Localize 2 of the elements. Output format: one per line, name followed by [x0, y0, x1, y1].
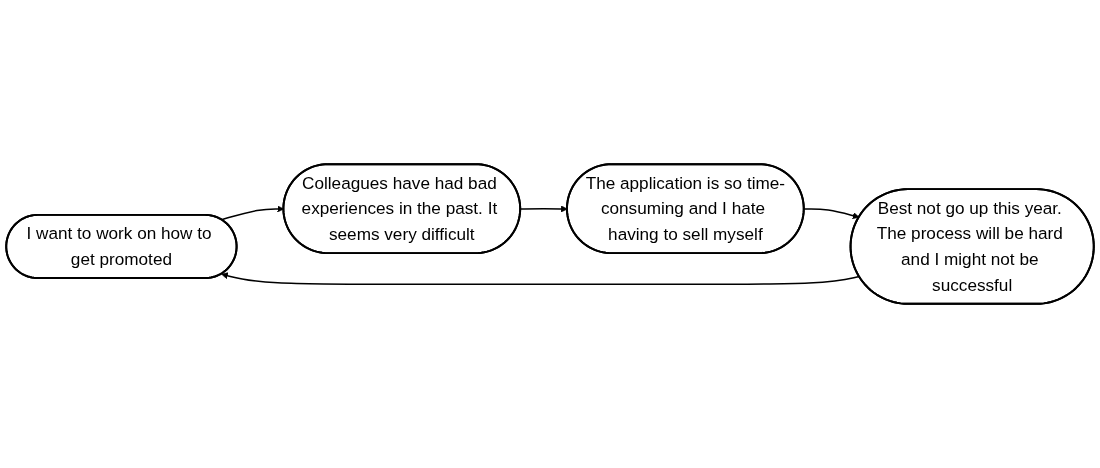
arrow	[221, 272, 860, 286]
arrow	[803, 208, 860, 219]
